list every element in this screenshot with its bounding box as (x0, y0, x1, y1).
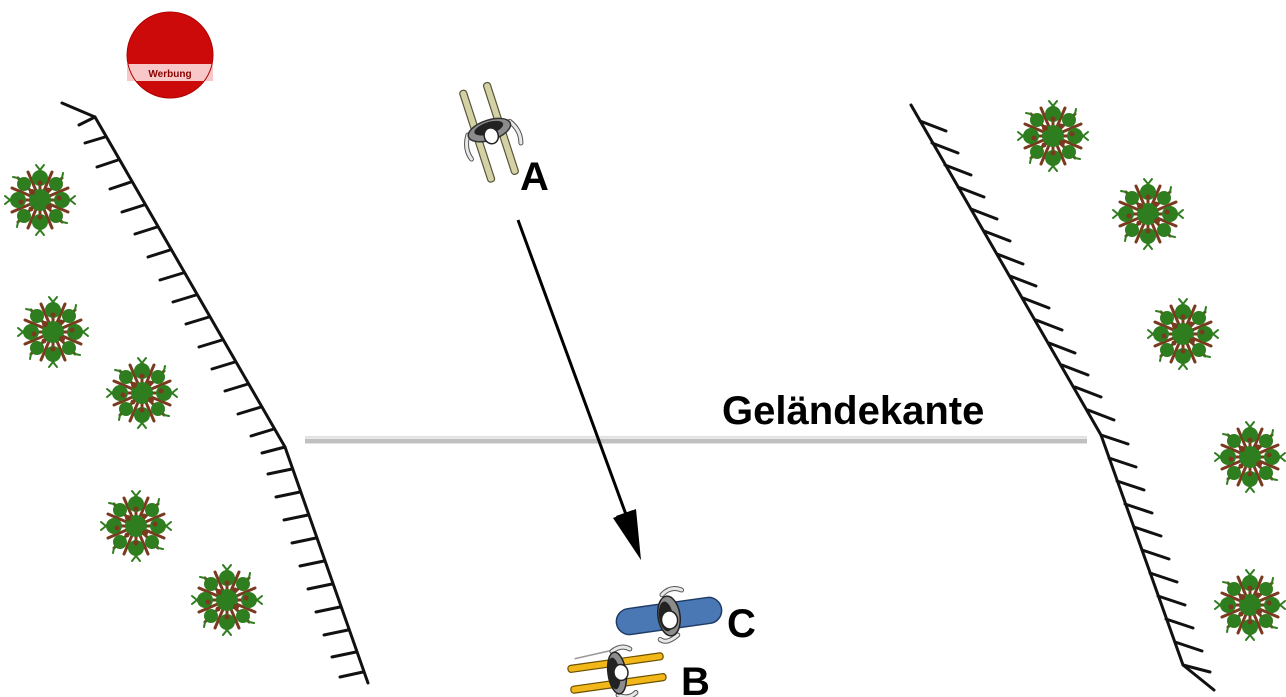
snowboarder-c-label: C (727, 602, 756, 646)
ad-label: Werbung (148, 69, 191, 80)
terrain-edge-label: Geländekante (722, 389, 984, 433)
fir-tree-icon (1111, 177, 1185, 251)
left-slope-edge (60, 101, 370, 685)
advertising-sign-icon: Werbung (126, 11, 214, 99)
fir-tree-icon (3, 163, 77, 237)
fir-tree-icon (1213, 568, 1286, 642)
skier-topview-icon (567, 644, 667, 697)
skier-b-label: B (681, 660, 710, 697)
direction-arrow-icon (516, 219, 641, 560)
fir-tree-icon (99, 489, 173, 563)
snowboarder-topview-icon (615, 586, 723, 644)
fir-tree-icon (1146, 297, 1220, 371)
fir-tree-icon (16, 295, 90, 369)
fir-tree-icon (1016, 99, 1090, 173)
skier-a-label: A (520, 155, 549, 199)
fir-tree-icon (190, 563, 264, 637)
right-slope-edge (909, 103, 1216, 692)
fir-tree-icon (1213, 420, 1286, 494)
skier-topview-icon (459, 81, 524, 183)
fir-tree-icon (105, 356, 179, 430)
